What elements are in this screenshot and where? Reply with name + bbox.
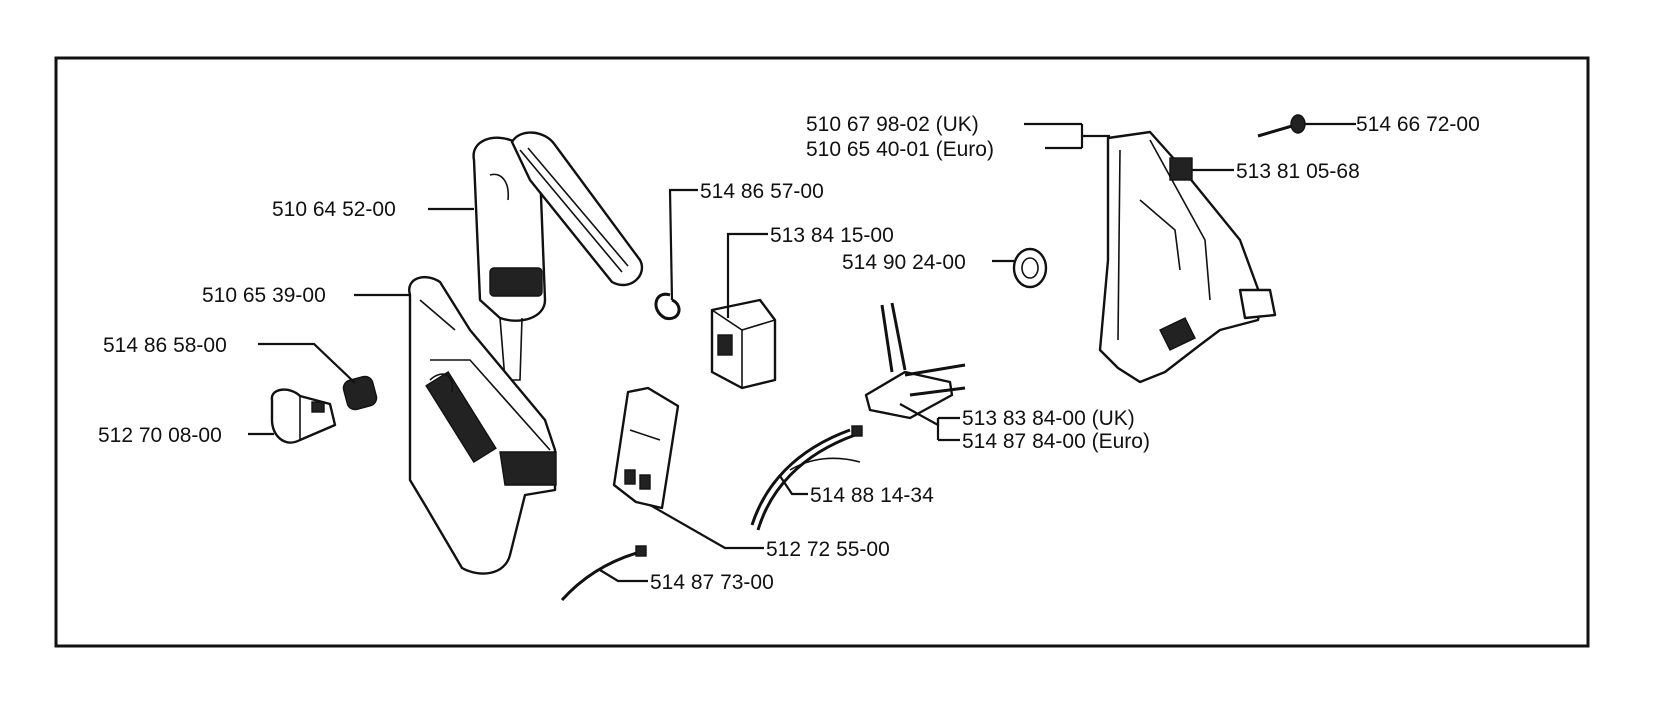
label-513-83-84-00: 513 83 84-00 (UK) — [962, 407, 1135, 430]
grommet-part — [1012, 247, 1048, 289]
connector-part — [864, 302, 966, 420]
cable-part — [750, 425, 863, 531]
label-510-67-98-02: 510 67 98-02 (UK) — [806, 113, 979, 136]
label-513-84-15-00: 513 84 15-00 — [770, 224, 894, 247]
label-512-70-08-00: 512 70 08-00 — [98, 424, 222, 447]
label-514-88-14-34: 514 88 14-34 — [810, 484, 934, 507]
oil-tank-housing-part — [408, 276, 557, 575]
label-514-86-58-00: 514 86 58-00 — [103, 334, 227, 357]
label-514-87-84-00: 514 87 84-00 (Euro) — [962, 430, 1150, 453]
label-514-90-24-00: 514 90 24-00 — [842, 251, 966, 274]
leader-lines — [248, 122, 1356, 583]
label-510-64-52-00: 510 64 52-00 — [272, 198, 396, 221]
terminal-plate-part — [612, 386, 680, 510]
label-513-81-05-68: 513 81 05-68 — [1236, 160, 1360, 183]
spring-clip-part — [654, 292, 681, 321]
switch-housing-part — [1098, 130, 1277, 384]
diagram-frame — [54, 56, 1590, 648]
latch-part — [270, 388, 337, 444]
short-wire-part — [560, 545, 647, 602]
label-514-87-73-00: 514 87 73-00 — [650, 571, 774, 594]
label-510-65-40-01: 510 65 40-01 (Euro) — [806, 138, 994, 161]
label-512-72-55-00: 512 72 55-00 — [766, 538, 890, 561]
label-514-66-72-00: 514 66 72-00 — [1356, 113, 1480, 136]
label-514-86-57-00: 514 86 57-00 — [700, 180, 824, 203]
label-510-65-39-00: 510 65 39-00 — [202, 284, 326, 307]
screw-part — [1257, 114, 1306, 138]
knob-part — [342, 375, 378, 411]
part-number-labels: 510 67 98-02 (UK) 510 65 40-01 (Euro) 51… — [98, 113, 1480, 594]
switch-block-part — [710, 298, 777, 390]
tank-lid-part — [472, 131, 644, 381]
